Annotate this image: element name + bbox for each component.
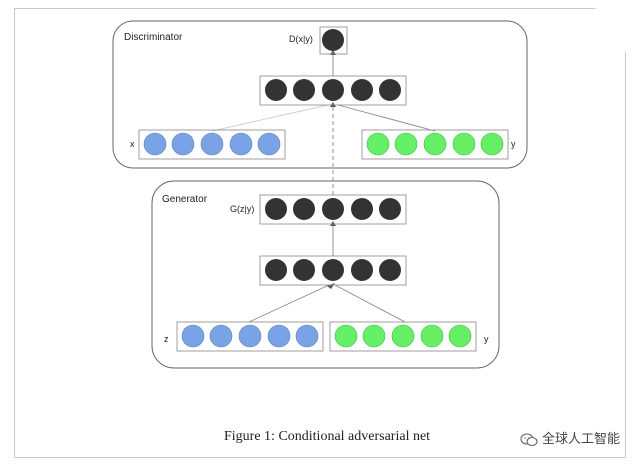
figure-card [14,8,626,458]
disc-x-node [143,132,167,156]
watermark-text: 全球人工智能 [542,432,621,447]
gen-y-frame [329,321,477,352]
disc-y-node [423,132,447,156]
gen-output-node [265,198,287,220]
gen-output-arrowhead [330,221,336,226]
gen-y-node [448,324,472,348]
discriminator-box [112,20,528,169]
discriminator-title: Discriminator [124,32,183,43]
gen-z-to-hidden-edge [248,284,330,323]
gen-output-node [322,198,344,220]
disc-x-to-hidden-edge [211,104,329,132]
gen-z-frame [176,321,324,352]
disc-x-layer [143,132,281,156]
gen-z-node [209,324,233,348]
disc-hidden-node [322,79,344,101]
gen-hidden-node [351,259,373,281]
disc-y-to-hidden-edge [337,104,436,132]
gen-z-node [267,324,291,348]
gen-y-node [334,324,358,348]
disc-output-node [322,29,344,51]
gen-output-layer [265,198,401,220]
gen-output-node [293,198,315,220]
disc-x-node [257,132,281,156]
gen-hidden-node [293,259,315,281]
gen-hidden-node [379,259,401,281]
disc-y-node [480,132,504,156]
disc-hidden-arrowhead [330,102,336,107]
disc-hidden-node [351,79,373,101]
gen-hidden-node [322,259,344,281]
gen-z-layer [181,324,319,348]
gen-hidden-layer [265,259,401,281]
disc-hidden-node [293,79,315,101]
disc-x-node [171,132,195,156]
watermark: 全球人工智能 [520,428,620,447]
gen-y-node [391,324,415,348]
gen-y-to-hidden-edge [334,284,406,323]
figure-caption: Figure 1: Conditional adversarial net [224,429,431,444]
gen-y-node [420,324,444,348]
gen-y-layer [334,324,472,348]
discriminator-output-label: D(x|y) [289,34,313,44]
gen-z-node [238,324,262,348]
disc-output-frame [319,26,348,55]
disc-y-frame [361,129,509,160]
disc-hidden-layer [265,79,401,101]
generator-y-label: y [484,334,489,344]
gen-y-node [362,324,386,348]
disc-hidden-node [265,79,287,101]
gen-output-node [351,198,373,220]
generator-box [151,180,500,369]
disc-x-frame [138,129,286,160]
disc-y-node [366,132,390,156]
gen-output-frame [259,194,407,225]
disc-hidden-node [379,79,401,101]
gen-output-node [379,198,401,220]
disc-y-layer [366,132,504,156]
generator-z-label: z [164,334,169,344]
gen-hidden-frame [259,255,407,286]
disc-y-node [452,132,476,156]
disc-output-layer [322,29,344,51]
discriminator-y-label: y [511,139,516,149]
disc-x-node [229,132,253,156]
wechat-icon [520,432,538,446]
gen-hidden-arrowhead [327,283,335,289]
disc-x-node [200,132,224,156]
discriminator-x-label: x [130,139,135,149]
gen-z-node [181,324,205,348]
gen-z-node [295,324,319,348]
disc-y-node [394,132,418,156]
connections [211,54,436,323]
gen-hidden-node [265,259,287,281]
disc-hidden-frame [259,75,407,106]
generator-output-label: G(z|y) [230,204,254,214]
generator-title: Generator [162,194,208,205]
